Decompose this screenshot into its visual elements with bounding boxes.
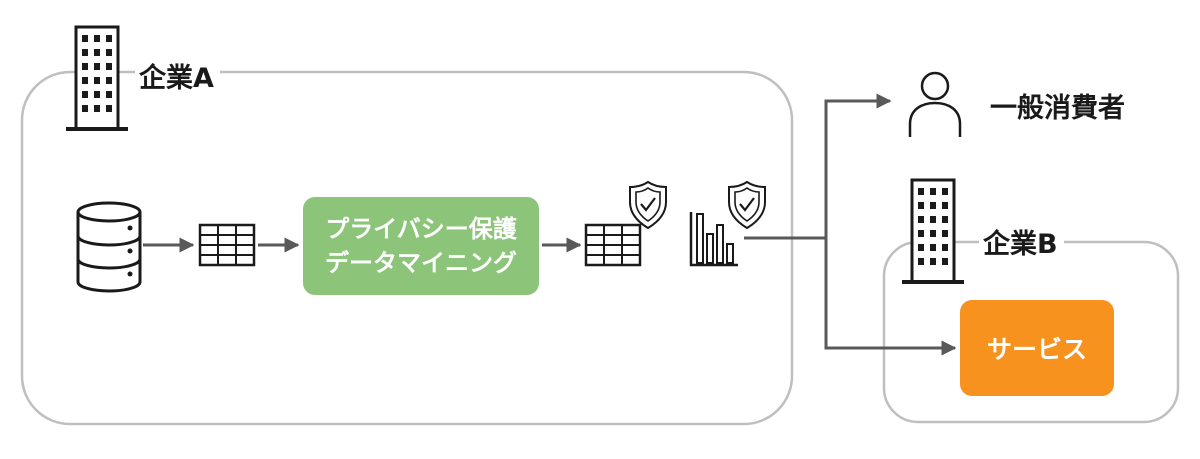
process-label-line2: データマイニング [325,249,517,277]
company-b-label: 企業B [979,222,1064,261]
person-icon [908,71,962,137]
company-a-container [20,70,794,426]
flow-arrow-to-service [824,238,957,356]
office-building-icon [64,25,130,131]
privacy-data-mining-box: プライバシー保護 データマイニング [303,197,539,295]
flow-arrow-to-consumer [744,93,892,240]
table-icon [584,223,642,267]
database-icon [76,201,142,293]
bar-chart-icon [689,212,738,267]
table-icon [198,223,256,267]
consumer-label: 一般消費者 [990,93,1125,124]
shield-check-icon [727,180,767,230]
shield-check-icon [628,180,668,230]
service-box: サービス [960,300,1114,396]
office-building-icon [900,178,966,284]
service-label: サービス [986,335,1087,364]
process-label-line1: プライバシー保護 [325,215,517,243]
company-a-label: 企業A [135,56,220,95]
